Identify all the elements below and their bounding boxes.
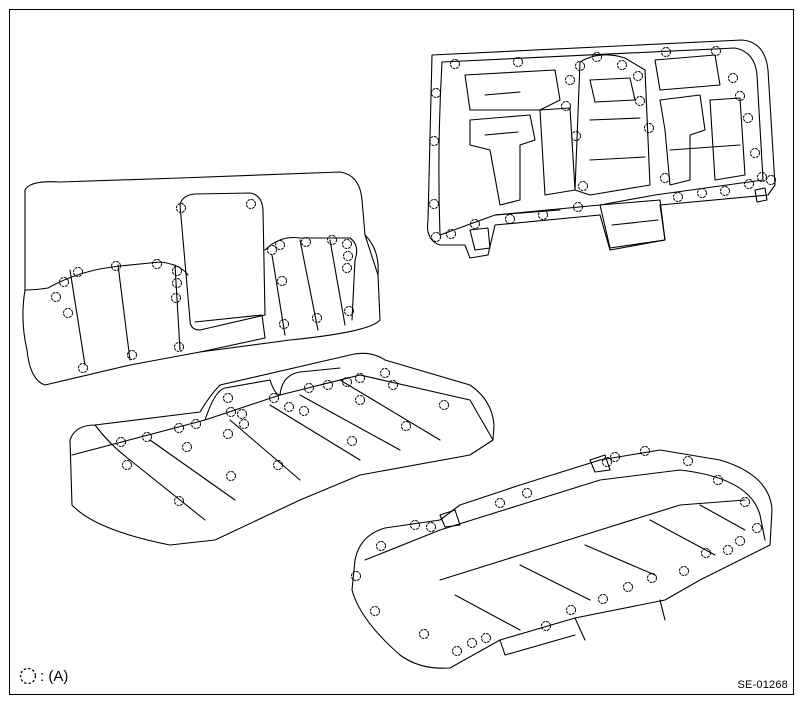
seat-cushion-frame [351, 449, 773, 669]
figure-code: SE-01268 [737, 679, 788, 691]
clip-symbol-icon [19, 667, 37, 685]
seat-cushion [69, 352, 495, 546]
figure-frame [9, 9, 794, 695]
seat-back-cushion [22, 171, 381, 386]
seat-back-frame [426, 39, 776, 259]
clip-markers [51, 46, 776, 656]
legend-label: : (A) [40, 667, 69, 685]
legend: : (A) [18, 665, 68, 687]
